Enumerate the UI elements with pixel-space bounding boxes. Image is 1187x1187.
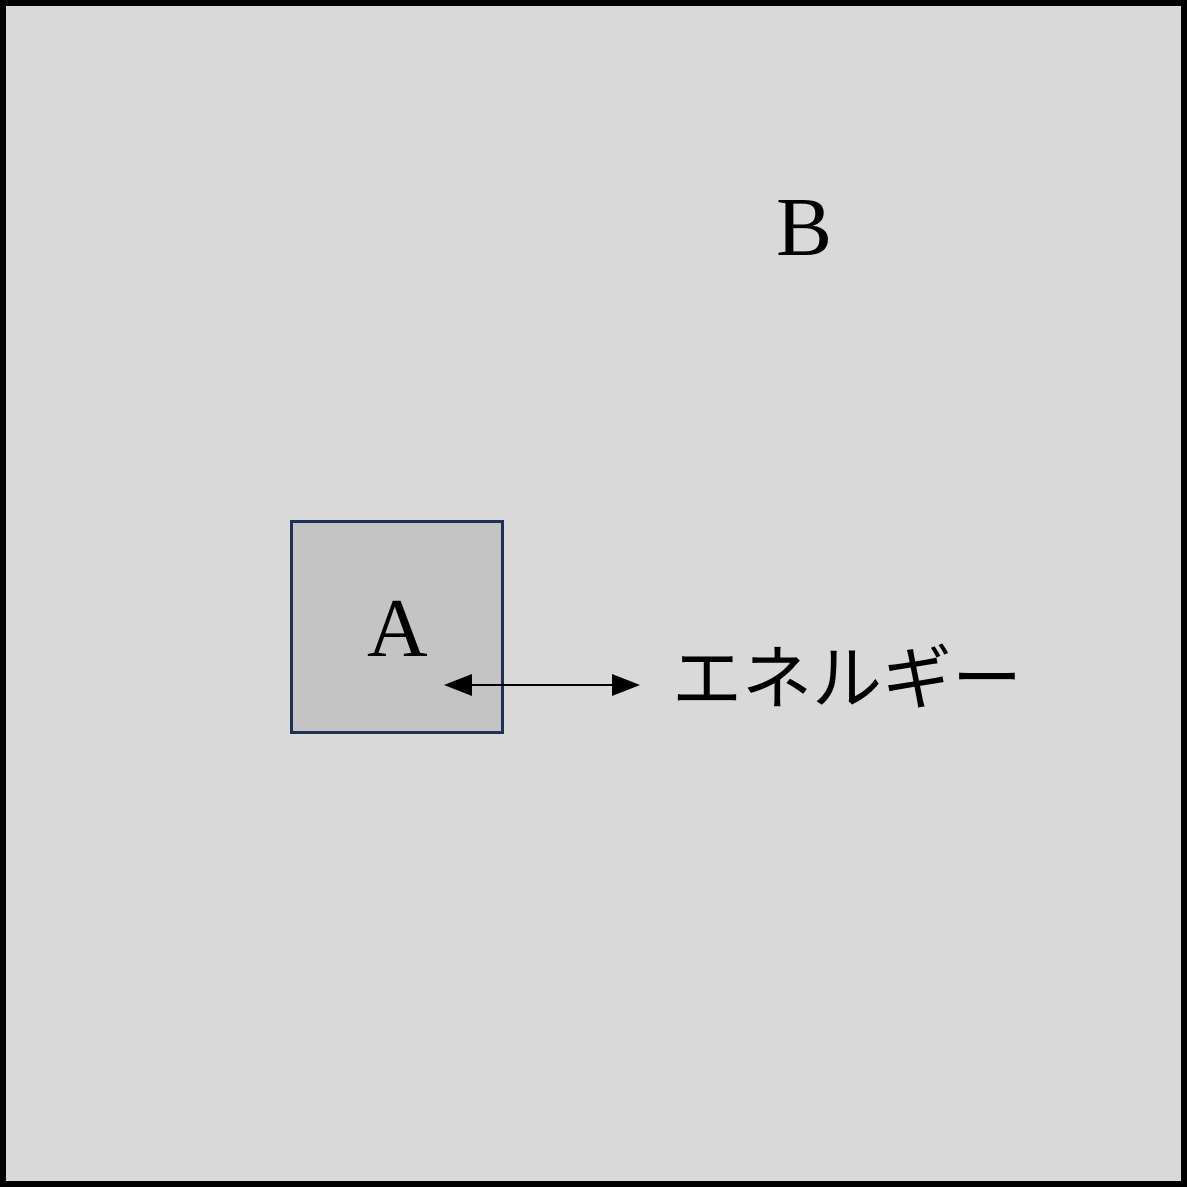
energy-label: エネルギー xyxy=(672,638,1022,720)
energy-exchange-arrow-icon xyxy=(444,674,640,696)
system-a-box: A xyxy=(290,520,504,734)
system-b-label: B xyxy=(776,181,833,274)
system-a-label: A xyxy=(367,582,428,675)
